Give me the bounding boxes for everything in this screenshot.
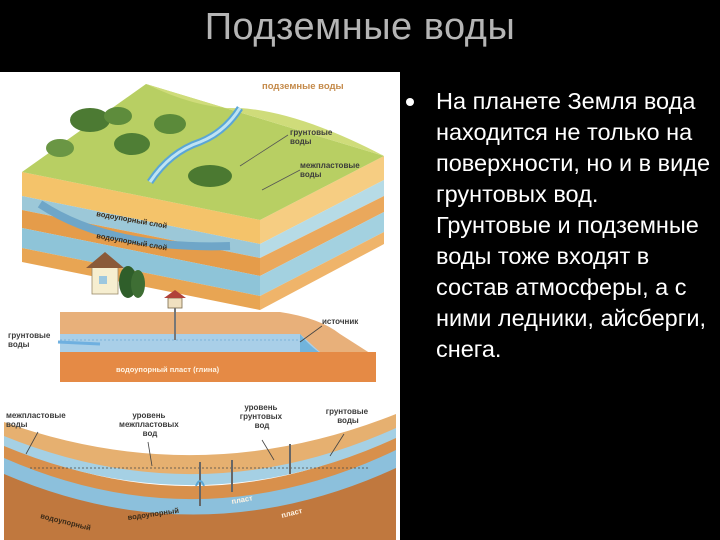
svg-text:уровень грунтовых: уровень грунтовых вод [240,403,285,430]
bottom-interstratal-level-1: уровень [132,411,165,420]
bottom-interstratal-label-2: воды [6,420,28,429]
bullet-text: На планете Земля вода находится не тольк… [436,88,711,362]
middle-spring-label: источник [322,317,359,326]
bottom-groundwater-level-3: вод [255,421,270,430]
svg-text:межпластовые воды: межпластовые воды [6,411,68,429]
svg-text:уровень межпластовых: уровень межпластовых вод [119,411,181,438]
svg-text:грунтовые воды: грунтовые воды [326,407,371,425]
bottom-groundwater-label-1: грунтовые [326,407,369,416]
top-heading: подземные воды [262,81,344,92]
middle-groundwater-label-1: грунтовые [8,331,51,340]
bottom-layer-label-1: пласт [231,493,254,506]
slide-title: Подземные воды [204,6,516,48]
bottom-interstratal-level-2: межпластовых [119,420,179,429]
top-interstratal-label-2: воды [300,170,322,179]
bottom-basin-section: межпластовые воды уровень межпластовых в… [4,403,396,540]
top-interstratal-label-1: межпластовые [300,161,360,170]
bottom-interstratal-label-1: межпластовые [6,411,66,420]
groundwater-diagram: подземные воды грунтовые воды межпластов… [0,72,400,540]
middle-aquiclude-label: водоупорный пласт (глина) [116,365,220,374]
bottom-groundwater-level-1: уровень [244,403,277,412]
svg-text:межпластовые воды: межпластовые воды [300,161,362,179]
bottom-groundwater-level-2: грунтовых [240,412,283,421]
middle-cross-section: грунтовые воды источник водоупорный плас… [8,252,376,384]
bullet-marker [406,98,414,106]
svg-text:грунтовые воды: грунтовые воды [8,331,53,349]
bullet-list: На планете Земля вода находится не тольк… [406,86,718,365]
top-groundwater-label-2: воды [290,137,312,146]
bottom-interstratal-level-3: вод [143,429,158,438]
svg-text:грунтовые воды: грунтовые воды [290,128,335,146]
top-block-diagram: подземные воды грунтовые воды межпластов… [22,81,384,310]
middle-groundwater-label-2: воды [8,340,30,349]
bottom-groundwater-label-2: воды [337,416,359,425]
top-groundwater-label-1: грунтовые [290,128,333,137]
